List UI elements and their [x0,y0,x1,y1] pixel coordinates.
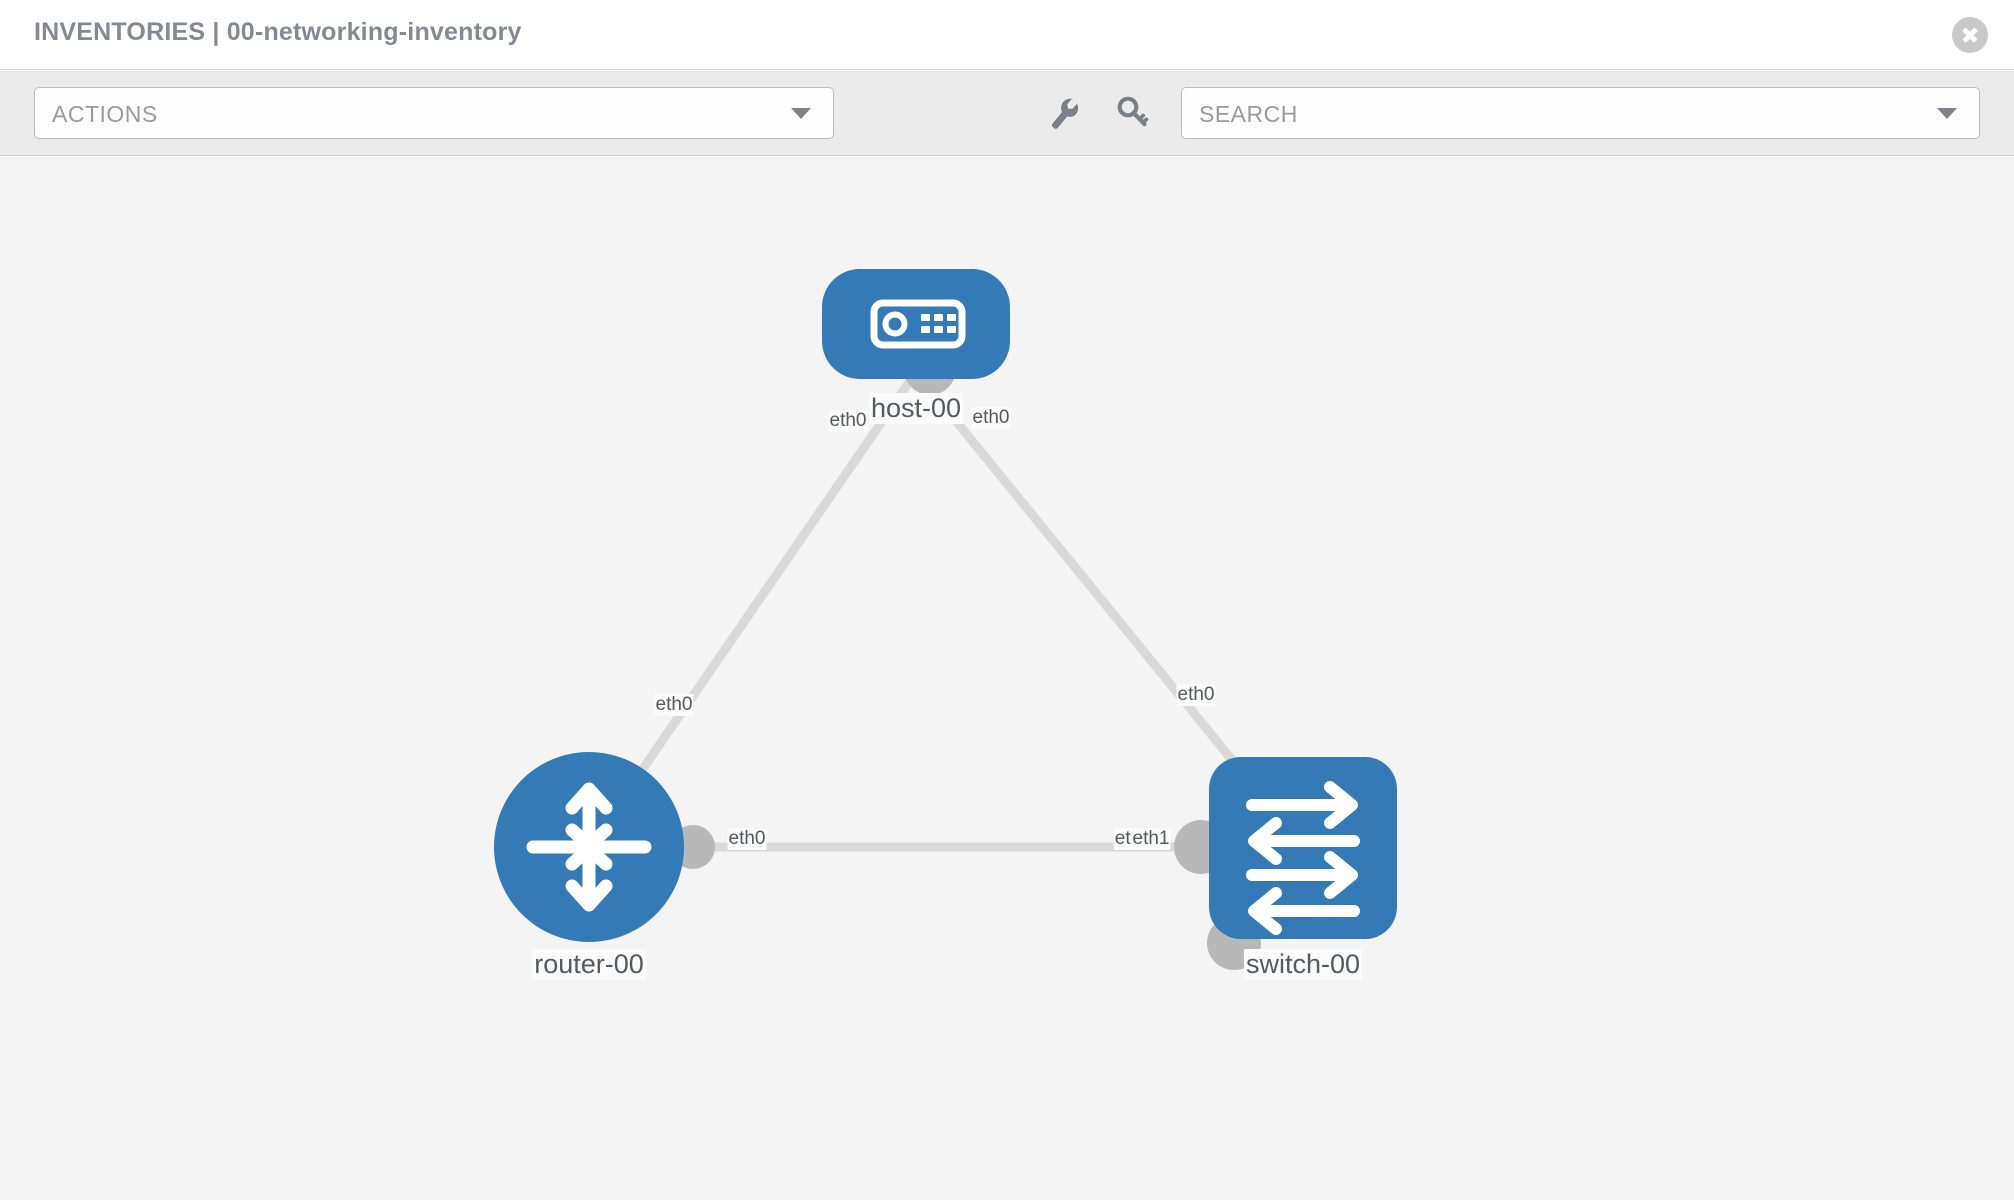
iface-label-switch00-eth0-up: eth0 [1176,684,1216,706]
node-host-00[interactable] [822,269,1010,379]
search-placeholder: SEARCH [1199,101,1298,127]
search-input[interactable]: SEARCH [1181,87,1980,139]
actions-dropdown-label: ACTIONS [52,101,158,127]
actions-dropdown[interactable]: ACTIONS [34,87,834,139]
node-switch-00[interactable] [1209,757,1397,939]
iface-label-host00-eth0-left: eth0 [828,410,868,432]
node-label-router-00: router-00 [532,949,646,980]
page-header: INVENTORIES | 00-networking-inventory [0,0,2014,70]
node-router-00[interactable] [494,752,684,942]
iface-label-router00-eth0-up: eth0 [654,694,694,716]
topology-canvas[interactable]: host-00 router-00 switch-00 eth0 eth0 et… [0,157,2014,1200]
key-icon[interactable] [1113,93,1153,133]
topology-links [585,369,1307,852]
topology-graph [494,269,1397,970]
toolbar: ACTIONS SEARCH [0,71,2014,156]
iface-label-switch00-eth1: eth1 [1131,828,1171,850]
wrench-icon[interactable] [1046,93,1086,133]
link-host00-router00[interactable] [585,369,920,850]
page-title: INVENTORIES | 00-networking-inventory [34,18,522,46]
node-label-host-00: host-00 [868,393,964,424]
iface-label-router00-eth0: eth0 [727,828,767,850]
iface-label-host00-eth0-right: eth0 [971,407,1011,429]
close-icon[interactable] [1952,17,1988,53]
chevron-down-icon [1937,108,1957,119]
node-label-switch-00: switch-00 [1243,949,1363,980]
chevron-down-icon [791,108,811,119]
